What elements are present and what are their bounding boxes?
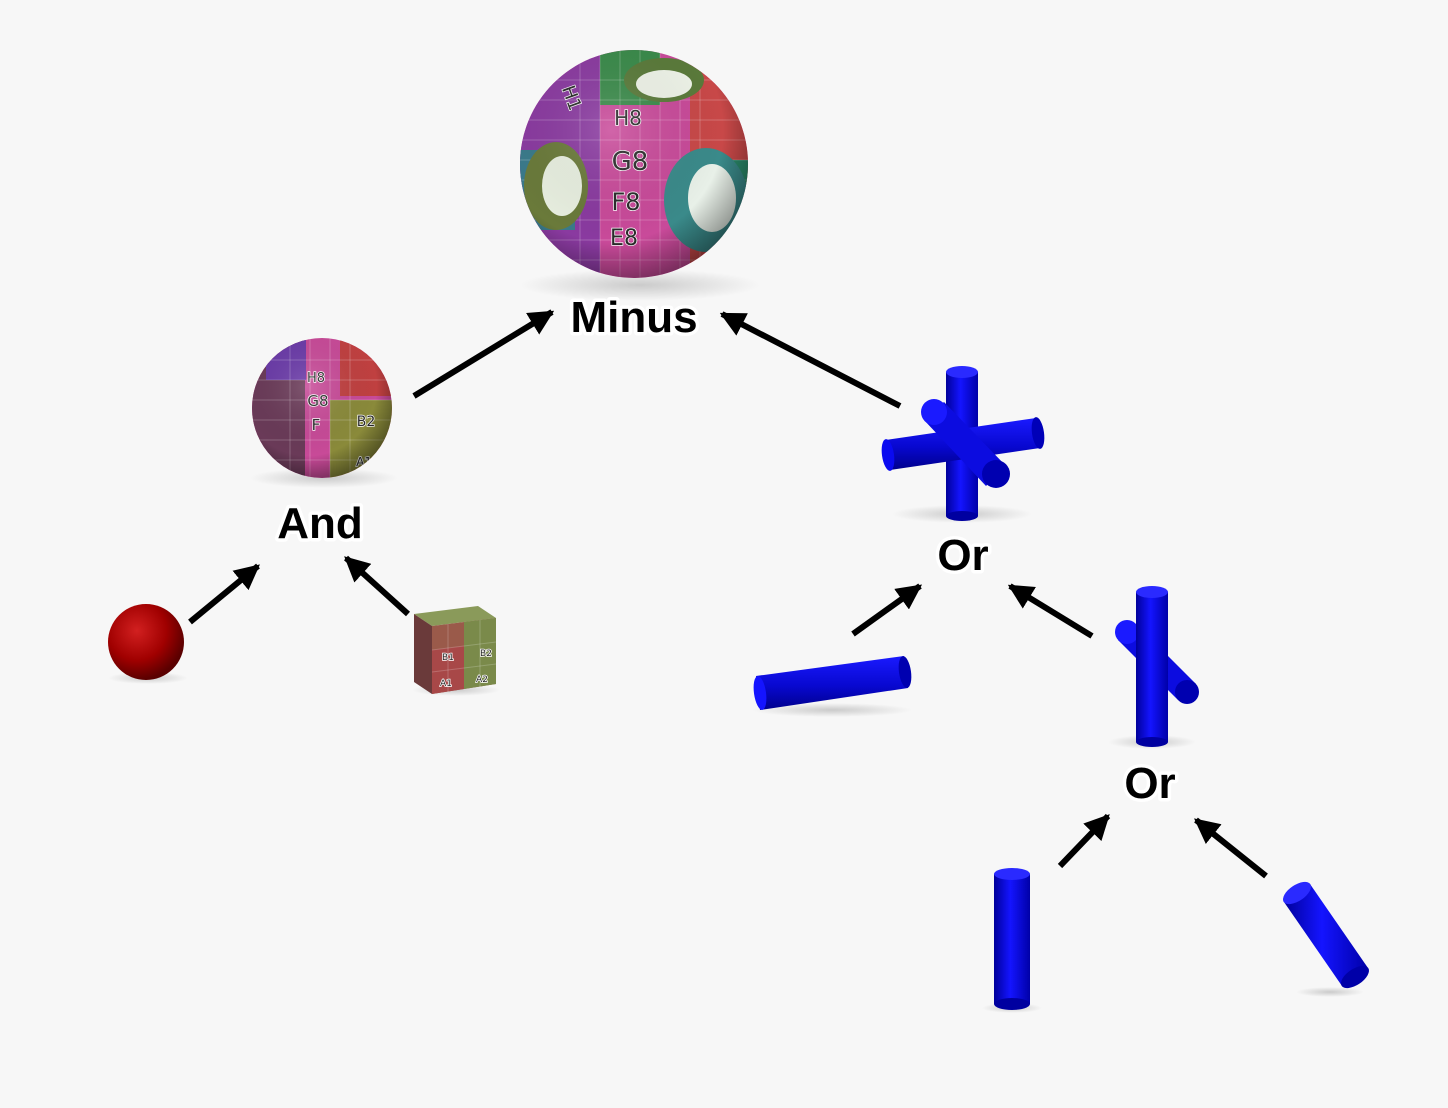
and-operator-label: And (277, 499, 363, 548)
arrow-and-to-minus (412, 309, 555, 399)
or-operator-label-upper: Or (937, 531, 988, 580)
or-result-pair (1108, 586, 1199, 749)
or-result-cross (881, 366, 1045, 523)
texture-label: A1 (440, 679, 452, 689)
and-result-sphere: H8 G8 F B2 A1 (250, 338, 398, 488)
arrow-cylinder-left-to-or-lower (1057, 813, 1111, 869)
arrow-or-to-minus (719, 311, 902, 409)
cube-primitive: B2 A1 A2 B1 (412, 606, 500, 696)
sphere-primitive (108, 604, 188, 684)
minus-operator-label: Minus (570, 293, 697, 342)
texture-label: A2 (476, 675, 488, 685)
arrow-cube-to-and (343, 555, 411, 617)
minus-result-sphere: H8 G8 F8 E8 H1 (520, 50, 760, 301)
arrow-cylinder-to-or-upper (851, 583, 923, 637)
texture-label: B2 (480, 649, 492, 659)
texture-label: B1 (442, 653, 454, 663)
arrow-cylinder-right-to-or-lower (1194, 817, 1268, 879)
or-operator-label-lower: Or (1124, 759, 1175, 808)
cylinder-primitive-vertical (982, 868, 1042, 1013)
cylinder-primitive-diagonal (1283, 881, 1369, 997)
cylinder-primitive-horizontal (752, 656, 912, 717)
arrow-or-lower-to-or-upper (1007, 583, 1094, 639)
arrow-sphere-to-and (188, 563, 260, 625)
edges (188, 309, 1268, 879)
